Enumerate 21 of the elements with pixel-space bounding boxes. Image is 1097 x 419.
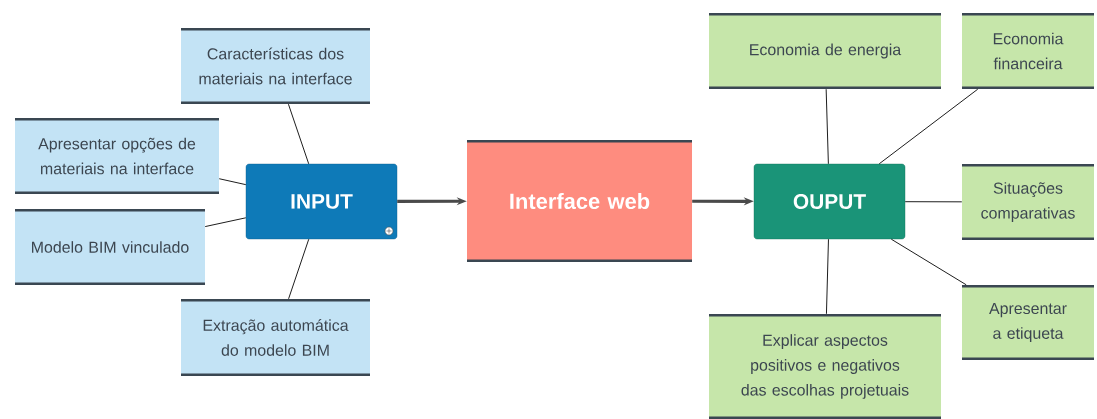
topic-box: Apresentar a etiqueta <box>962 285 1094 360</box>
topic-box: Modelo BIM vinculado <box>15 209 205 285</box>
topic-box: Economia de energia <box>709 13 941 89</box>
central-box: Interface web <box>467 140 692 262</box>
topic-box: Situações comparativas <box>962 164 1094 240</box>
connector-line <box>287 103 310 165</box>
connector-line <box>288 238 310 300</box>
topic-box: Características dos materiais na interface <box>181 28 370 104</box>
topic-box: Apresentar opções de materiais na interface <box>15 118 219 194</box>
hub-box: OUPUT <box>753 163 906 240</box>
topic-box: Economia financeira <box>962 13 1094 89</box>
topic-box: Extração automática do modelo BIM <box>181 299 370 376</box>
connector-line <box>825 88 829 165</box>
connector-line <box>825 238 829 315</box>
connector-line <box>218 178 247 186</box>
connector-line <box>904 201 963 203</box>
hub-box: INPUT <box>245 163 398 240</box>
connector-line <box>878 88 979 165</box>
connector-line <box>890 238 967 286</box>
connector-line <box>204 217 247 228</box>
topic-box: Explicar aspectos positivos e negativos das escolhas projetuais <box>709 314 941 419</box>
